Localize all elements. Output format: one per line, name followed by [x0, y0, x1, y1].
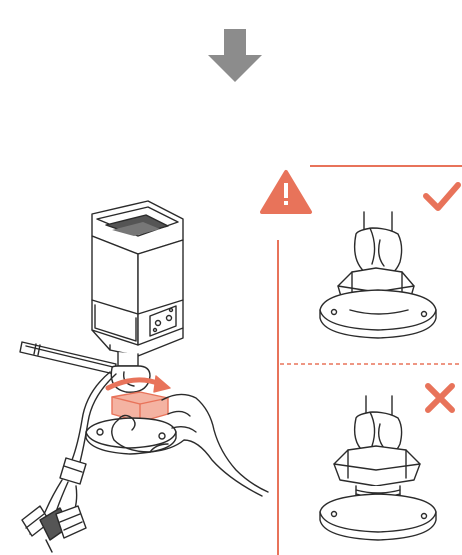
checkmark-icon	[426, 185, 458, 208]
mount-correct-illustration	[320, 212, 436, 338]
camera-body	[92, 201, 183, 356]
cross-icon	[428, 386, 452, 410]
mount-base	[86, 418, 176, 454]
down-arrow-icon	[208, 29, 262, 82]
warning-triangle-icon	[262, 172, 310, 212]
camera-illustration	[20, 201, 268, 552]
camera-cables	[22, 372, 116, 552]
antenna	[20, 342, 116, 374]
mount-incorrect-illustration	[320, 396, 436, 540]
